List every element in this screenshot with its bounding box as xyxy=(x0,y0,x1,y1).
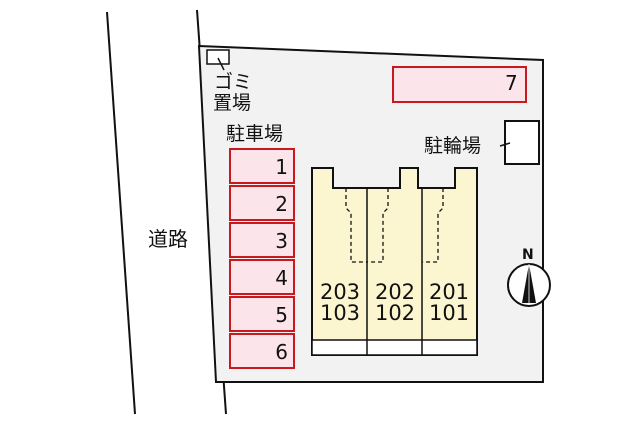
bicycle-parking-box xyxy=(504,120,540,165)
unit-lower-number: 103 xyxy=(319,301,361,325)
unit-lower-number: 102 xyxy=(374,301,416,325)
building-balcony-strip xyxy=(311,339,478,356)
parking-slot-2: 2 xyxy=(229,185,295,221)
compass-north-label: N xyxy=(522,247,534,263)
unit-upper-number: 203 xyxy=(319,280,361,304)
garbage-area-box xyxy=(206,49,230,65)
road-label: 道路 xyxy=(148,227,188,251)
slot-number: 4 xyxy=(275,266,288,290)
slot-number: 3 xyxy=(275,229,288,253)
unit-lower-number: 101 xyxy=(428,301,470,325)
parking-slot-6: 6 xyxy=(229,333,295,369)
slot-number: 5 xyxy=(275,303,288,327)
slot-number: 6 xyxy=(275,340,288,364)
bicycle-leader-line xyxy=(499,142,511,147)
slot-number: 1 xyxy=(275,155,288,179)
garbage-leader-line xyxy=(217,57,225,71)
slot-number: 2 xyxy=(275,192,288,216)
unit-upper-number: 201 xyxy=(428,280,470,304)
parking-slot-7-number: 7 xyxy=(505,71,518,95)
parking-slot-7 xyxy=(392,66,527,103)
parking-slot-3: 3 xyxy=(229,222,295,258)
parking-label: 駐車場 xyxy=(226,123,284,145)
unit-upper-number: 202 xyxy=(374,280,416,304)
parking-slot-4: 4 xyxy=(229,259,295,295)
bicycle-parking-label: 駐輪場 xyxy=(424,135,482,157)
building-outline xyxy=(311,167,478,356)
road-edge-left xyxy=(106,11,136,415)
garbage-label-line1: ゴミ xyxy=(214,71,253,93)
garbage-label-line2: 置場 xyxy=(213,92,252,114)
parking-slot-5: 5 xyxy=(229,296,295,332)
parking-slot-1: 1 xyxy=(229,148,295,184)
